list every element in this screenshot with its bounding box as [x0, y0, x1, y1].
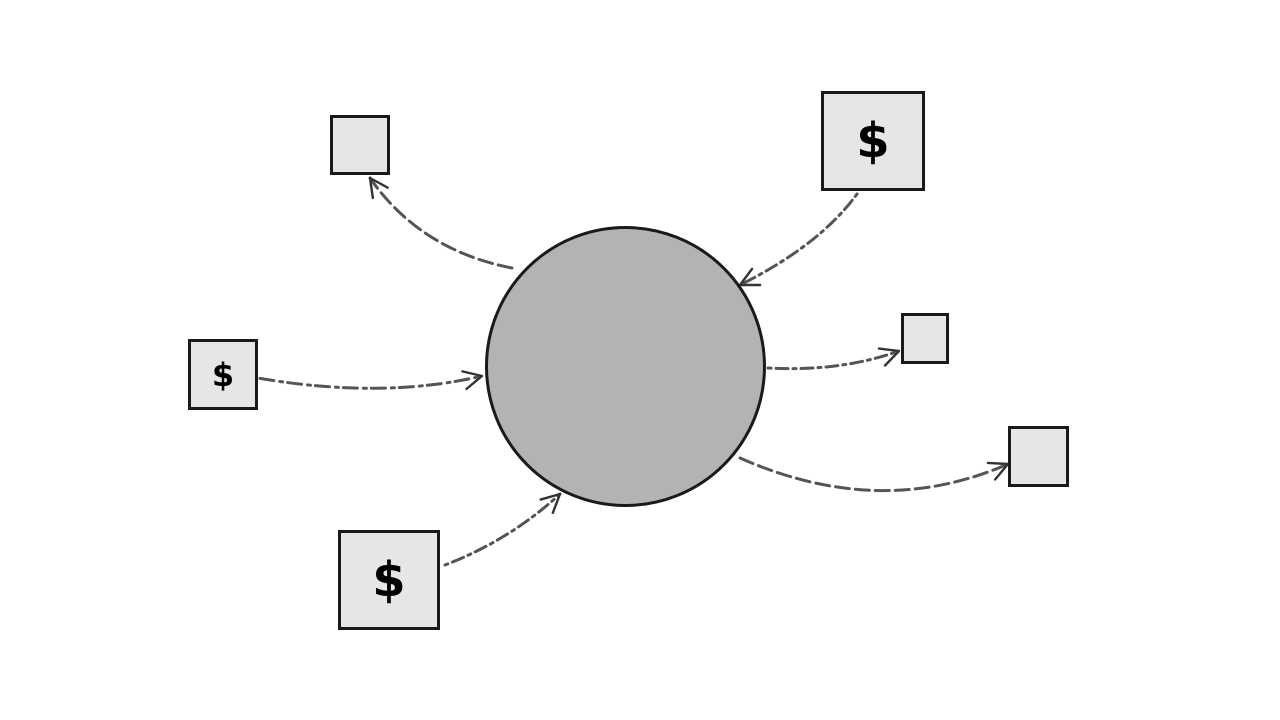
arrow-hub-to-top-left	[368, 176, 514, 270]
node-left-dollar: $	[188, 339, 258, 410]
dollar-icon: $	[211, 355, 235, 394]
node-bottom-left-dollar: $	[338, 530, 440, 630]
arrow-hub-to-right-small	[766, 347, 901, 371]
central-hub-circle	[485, 226, 766, 507]
dollar-icon: $	[856, 113, 890, 169]
node-top-right-dollar: $	[821, 91, 925, 191]
arrow-left-to-hub	[250, 370, 484, 391]
arrow-bottom-left-to-hub	[443, 492, 562, 567]
dollar-icon: $	[372, 552, 406, 608]
node-top-left	[330, 115, 390, 175]
arrow-hub-to-right-lower	[738, 456, 1010, 493]
node-right-small	[901, 313, 949, 364]
node-right-lower	[1008, 426, 1069, 487]
arrow-top-right-to-hub	[738, 192, 859, 287]
